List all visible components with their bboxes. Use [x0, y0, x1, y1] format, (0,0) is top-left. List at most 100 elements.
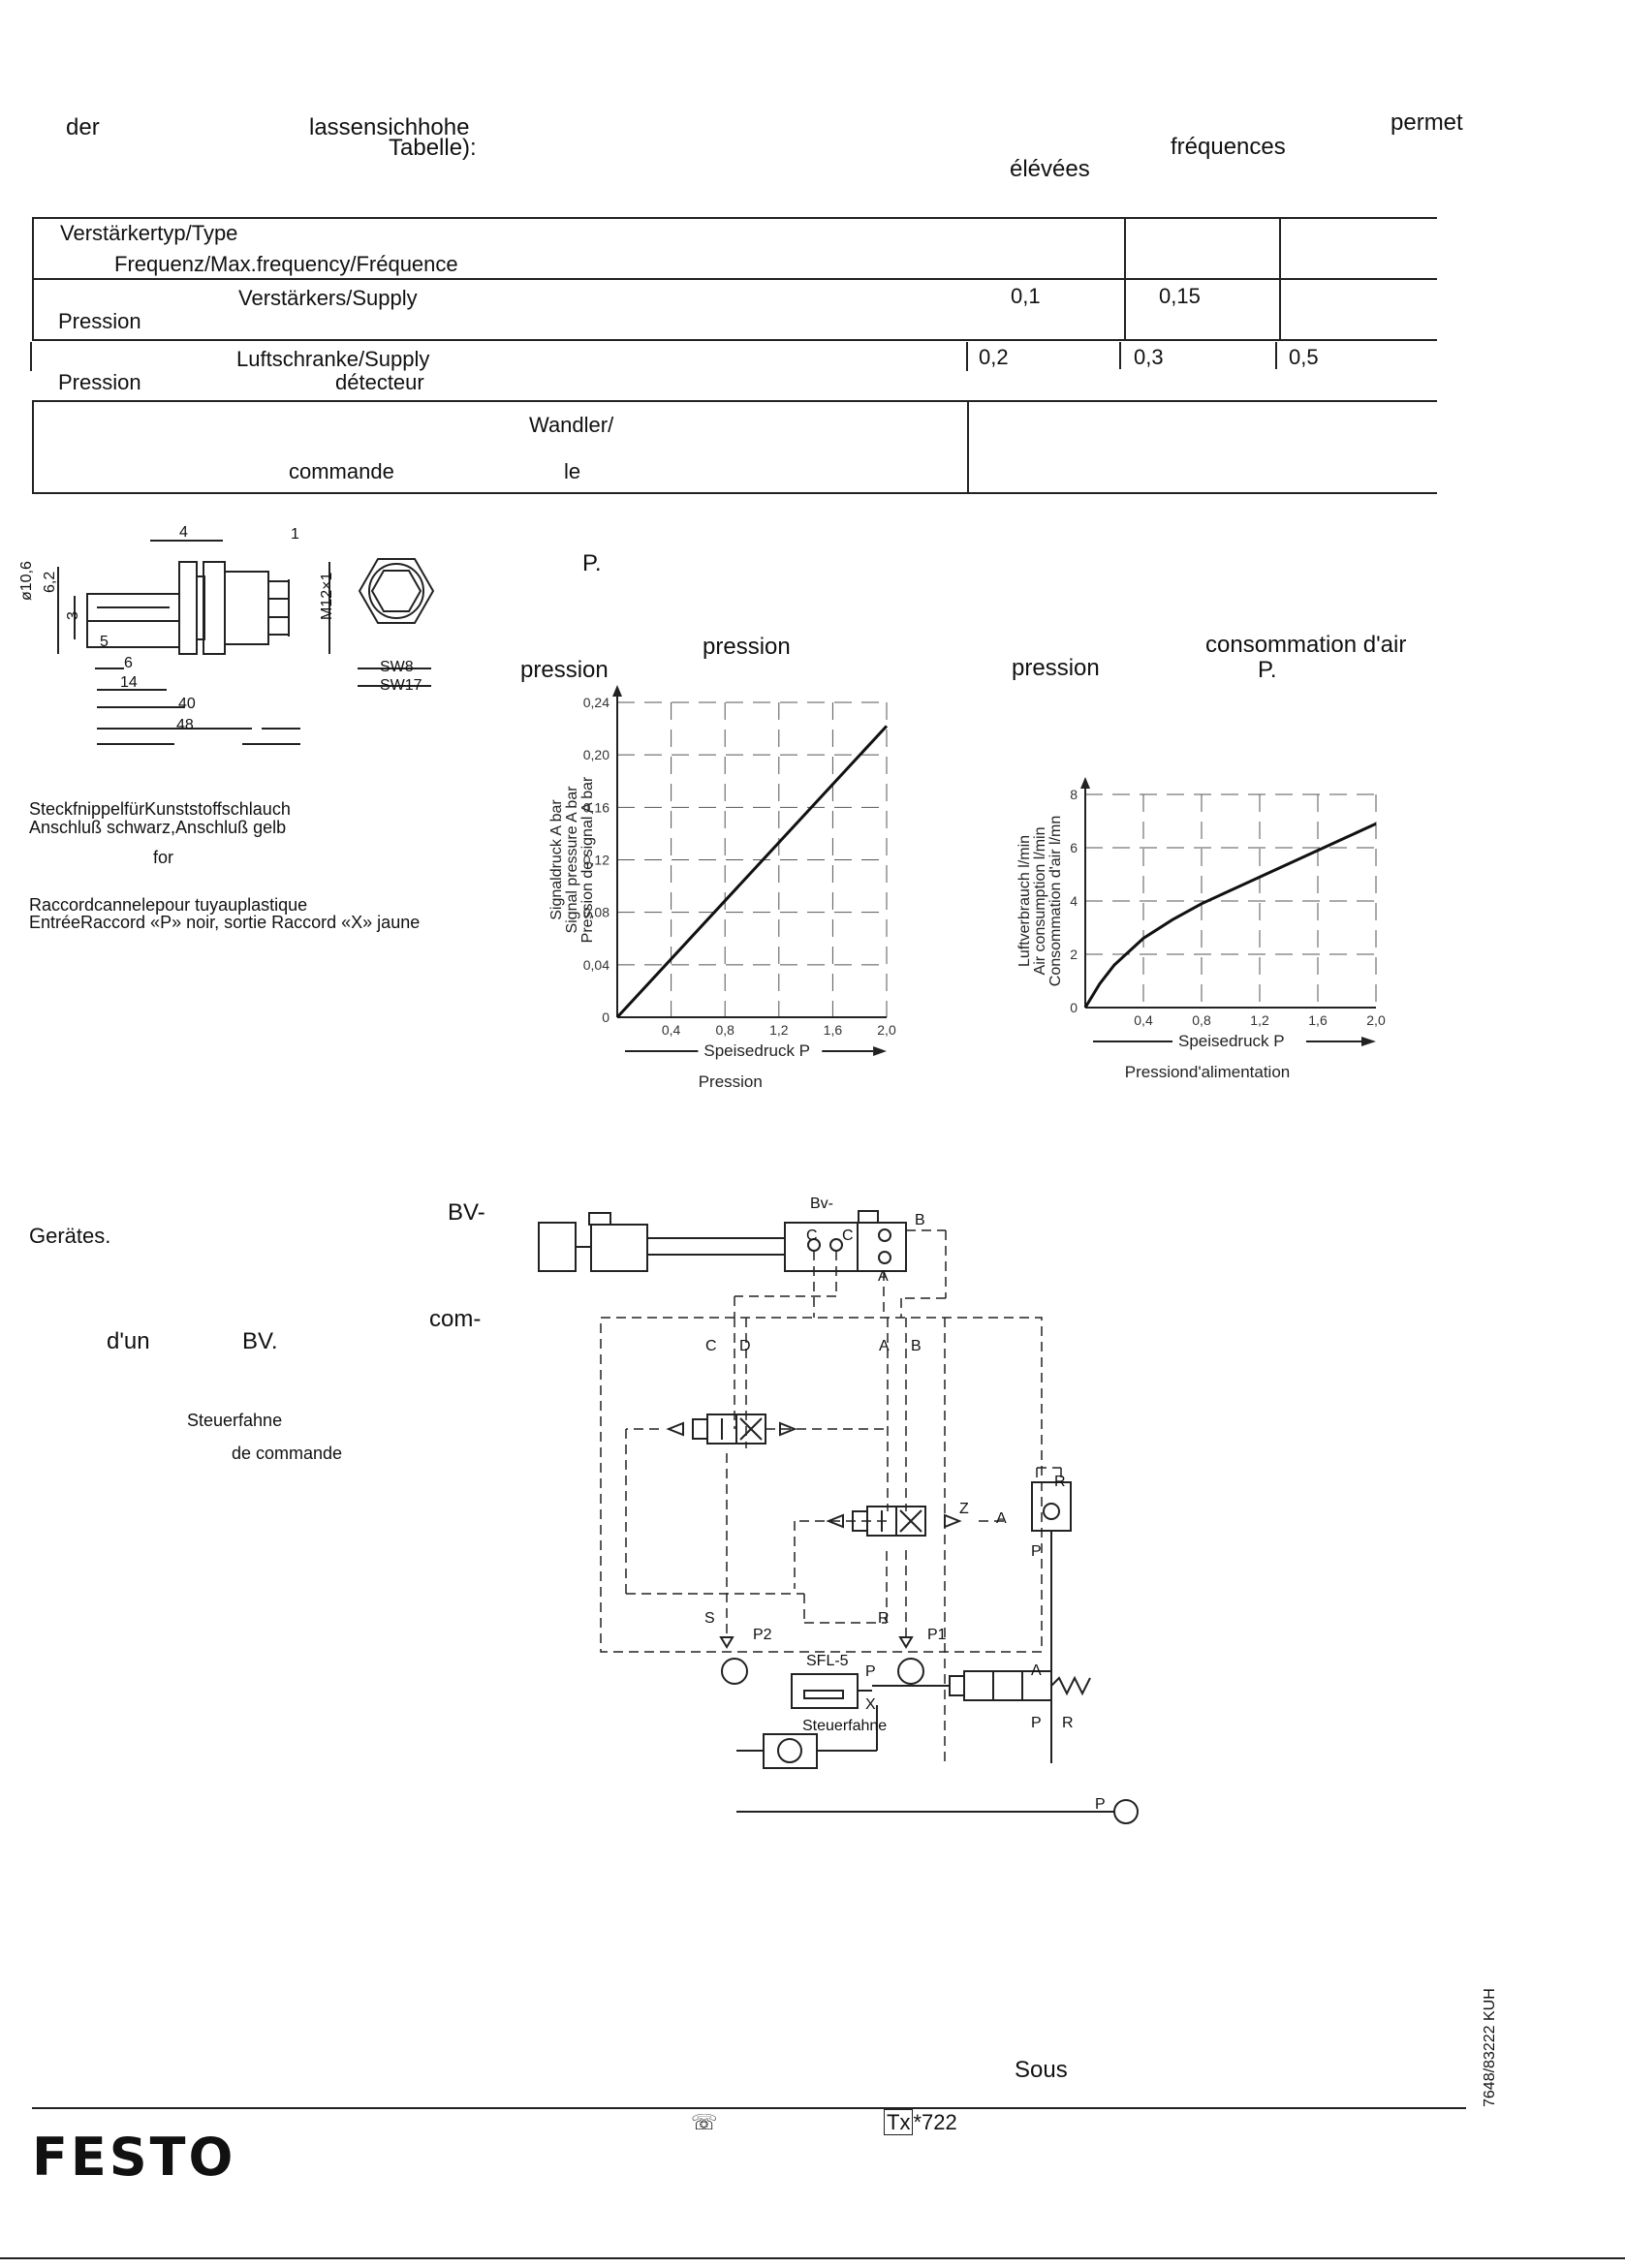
table-rule: [32, 339, 1437, 341]
table-value: 0,2: [979, 345, 1009, 369]
intro-word-lassen: lassensichhohe: [309, 114, 470, 140]
table-rule: [966, 342, 968, 371]
schematic-label: C: [842, 1227, 854, 1244]
x-label-arrow-head: [1361, 1037, 1376, 1046]
table-rule: [1279, 217, 1281, 340]
intro-word-tabelle: Tabelle):: [389, 135, 477, 161]
table-rule: [32, 492, 1437, 494]
y-tick-label: 2: [1070, 947, 1078, 962]
telex-label: Tx*722: [884, 2109, 957, 2135]
dim-label: 4: [179, 524, 188, 541]
table-value: 0,15: [1159, 284, 1201, 308]
graph-heading: pression: [1012, 655, 1100, 681]
y-axis-label: Luftverbrauch l/min: [1016, 835, 1033, 967]
graph-heading: P.: [1258, 657, 1277, 683]
dim-label: 5: [100, 634, 109, 650]
side-code: 7648/83222 KUH: [1482, 1988, 1498, 2107]
y-axis-arrow: [612, 685, 622, 697]
y-tick-label: 0,04: [583, 957, 609, 973]
fitting-caption: SteckfnippelfürKunststoffschlauch: [29, 799, 291, 819]
y-axis-label: Signal pressure A bar: [564, 786, 580, 934]
y-tick-label: 0: [1070, 1000, 1078, 1015]
schematic-label: Bv-: [810, 1196, 833, 1212]
schematic-label: C: [705, 1338, 717, 1354]
graph-heading: pression: [703, 634, 791, 660]
x-tick-label: 2,0: [877, 1022, 896, 1038]
dim-label: 40: [178, 696, 196, 712]
schematic-label: P1: [927, 1627, 947, 1643]
y-tick-label: 8: [1070, 787, 1078, 802]
x-tick-label: 0,4: [662, 1022, 681, 1038]
telex-number: *722: [913, 2110, 957, 2134]
table-rule: [1275, 342, 1277, 369]
y-tick-label: 0,16: [583, 799, 609, 815]
table-rule: [1124, 217, 1126, 340]
table-value: 0,3: [1134, 345, 1164, 369]
table-label: détecteur: [335, 370, 424, 394]
schematic-label: A: [879, 1338, 890, 1354]
table-rule: [30, 342, 32, 371]
section-word: d'un: [107, 1328, 150, 1354]
dim-label: 14: [120, 674, 138, 691]
schematic-label: A: [878, 1268, 889, 1285]
table-value: 0,1: [1011, 284, 1041, 308]
table-rule: [1119, 342, 1121, 369]
section-word: com-: [429, 1306, 482, 1332]
y-tick-label: 0,20: [583, 747, 609, 762]
table-rule: [32, 217, 1437, 219]
x-axis-sublabel: Pressiond'alimentation: [1125, 1063, 1291, 1081]
dim-label: SW8: [380, 659, 414, 675]
x-label-arrow-head: [873, 1046, 887, 1056]
x-tick-label: 2,0: [1366, 1012, 1386, 1028]
dim-label: ø10,6: [18, 561, 35, 601]
schematic-label: SFL-5: [806, 1653, 849, 1669]
section-word: de commande: [232, 1444, 343, 1463]
fitting-caption: EntréeRaccord «P» noir, sortie Raccord «…: [29, 913, 421, 932]
footer-word: Sous: [1015, 2057, 1068, 2083]
schematic-label: Steuerfahne: [802, 1718, 888, 1734]
fitting-caption: Anschluß schwarz,Anschluß gelb: [29, 818, 287, 837]
intro-word-permet: permet: [1391, 109, 1463, 136]
dim-label: 6,2: [42, 571, 58, 593]
y-tick-label: 4: [1070, 893, 1078, 909]
x-tick-label: 0,8: [715, 1022, 734, 1038]
x-tick-label: 1,6: [824, 1022, 843, 1038]
table-label: Pression: [58, 370, 141, 394]
x-tick-label: 1,2: [1250, 1012, 1269, 1028]
series-line: [1083, 822, 1377, 1009]
schematic-label: P2: [753, 1627, 772, 1643]
x-tick-label: 1,6: [1308, 1012, 1328, 1028]
y-tick-label: 0,12: [583, 853, 609, 868]
fitting-caption: Raccordcannelepour tuyauplastique: [29, 895, 308, 915]
dim-label: M12×1: [319, 572, 335, 620]
section-word: Gerätes.: [29, 1224, 111, 1248]
fitting-caption: for: [153, 848, 174, 867]
dim-label: 3: [65, 611, 81, 620]
schematic-label: P: [865, 1663, 876, 1680]
table-value: 0,5: [1289, 345, 1319, 369]
x-tick-label: 0,8: [1192, 1012, 1211, 1028]
table-label: Pression: [58, 309, 141, 333]
table-rule: [32, 217, 34, 279]
intro-word-frequences: fréquences: [1171, 134, 1286, 160]
y-tick-label: 6: [1070, 840, 1078, 855]
phone-icon: ☏: [691, 2110, 718, 2134]
schematic-label: B: [915, 1212, 925, 1228]
schematic-label: X: [865, 1696, 876, 1713]
schematic-label: B: [911, 1338, 922, 1354]
x-tick-label: 1,2: [769, 1022, 789, 1038]
schematic-label: P: [1031, 1543, 1042, 1560]
festo-logo: FESTO: [32, 2127, 236, 2188]
table-label: Luftschranke/Supply: [236, 347, 430, 371]
table-rule: [32, 400, 1437, 402]
section-word: Steuerfahne: [187, 1411, 283, 1430]
x-axis-label: Speisedruck P: [1178, 1032, 1285, 1050]
x-tick-label: 0,4: [1134, 1012, 1153, 1028]
schematic-label: P: [1095, 1796, 1106, 1813]
dim-label: 6: [124, 655, 133, 671]
schematic-label: R: [878, 1610, 890, 1627]
